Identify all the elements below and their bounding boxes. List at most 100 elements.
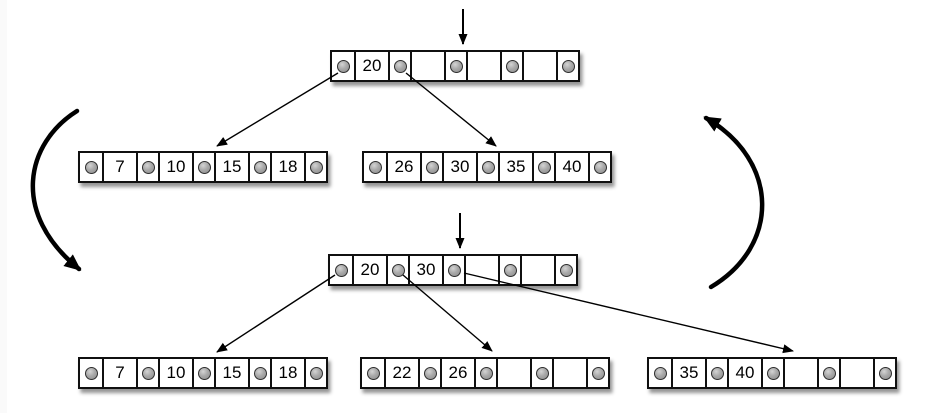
pointer-cell bbox=[364, 153, 386, 181]
pointer-dot-icon bbox=[141, 160, 155, 174]
page-edge bbox=[0, 0, 7, 413]
pointer-cell bbox=[332, 52, 354, 80]
key-cell: 7 bbox=[102, 359, 136, 387]
key-cell bbox=[464, 256, 498, 284]
pointer-cell bbox=[192, 153, 214, 181]
pointer-cell bbox=[248, 359, 270, 387]
key-cell bbox=[466, 52, 500, 80]
pointer-cell bbox=[705, 359, 727, 387]
pointer-dot-icon bbox=[653, 366, 667, 380]
pointer-cell bbox=[498, 256, 520, 284]
pointer-dot-icon bbox=[561, 59, 575, 73]
pointer-dot-icon bbox=[309, 160, 323, 174]
key-cell: 26 bbox=[386, 153, 420, 181]
link-after-root-to-middle-child bbox=[402, 274, 493, 352]
pointer-dot-icon bbox=[309, 366, 323, 380]
pointer-cell bbox=[386, 256, 408, 284]
pointer-cell bbox=[530, 359, 552, 387]
pointer-cell bbox=[761, 359, 783, 387]
pointer-cell bbox=[873, 359, 895, 387]
key-cell: 30 bbox=[442, 153, 476, 181]
node-before-root: 20 bbox=[330, 50, 580, 82]
pointer-cell bbox=[388, 52, 410, 80]
pointer-dot-icon bbox=[423, 366, 437, 380]
pointer-cell bbox=[136, 153, 158, 181]
pointer-cell bbox=[817, 359, 839, 387]
key-cell bbox=[520, 256, 554, 284]
key-cell: 15 bbox=[214, 153, 248, 181]
key-cell: 20 bbox=[354, 52, 388, 80]
pointer-dot-icon bbox=[84, 366, 98, 380]
pointer-dot-icon bbox=[710, 366, 724, 380]
key-cell bbox=[783, 359, 817, 387]
key-cell bbox=[552, 359, 586, 387]
key-cell: 40 bbox=[727, 359, 761, 387]
key-cell: 15 bbox=[214, 359, 248, 387]
cycle-arrow-left bbox=[30, 108, 82, 272]
pointer-cell bbox=[649, 359, 671, 387]
pointer-cell bbox=[476, 153, 498, 181]
pointer-dot-icon bbox=[393, 59, 407, 73]
link-after-root-to-left-child bbox=[216, 274, 336, 353]
pointer-dot-icon bbox=[84, 160, 98, 174]
pointer-cell bbox=[442, 256, 464, 284]
pointer-cell bbox=[588, 153, 610, 181]
pointer-cell bbox=[532, 153, 554, 181]
key-cell: 18 bbox=[270, 359, 304, 387]
pointer-dot-icon bbox=[878, 366, 892, 380]
key-cell: 10 bbox=[158, 359, 192, 387]
pointer-cell bbox=[304, 359, 326, 387]
pointer-cell bbox=[330, 256, 352, 284]
pointer-cell bbox=[136, 359, 158, 387]
pointer-cell bbox=[248, 153, 270, 181]
pointer-cell bbox=[500, 52, 522, 80]
pointer-cell bbox=[80, 359, 102, 387]
key-cell: 10 bbox=[158, 153, 192, 181]
pointer-dot-icon bbox=[366, 366, 380, 380]
cycle-arrow-right bbox=[703, 115, 765, 290]
key-cell bbox=[839, 359, 873, 387]
link-before-root-to-right-child bbox=[405, 72, 497, 147]
pointer-dot-icon bbox=[479, 366, 493, 380]
key-cell: 7 bbox=[102, 153, 136, 181]
node-after-child-middle: 22 26 bbox=[360, 357, 610, 389]
pointer-dot-icon bbox=[822, 366, 836, 380]
key-cell bbox=[410, 52, 444, 80]
pointer-dot-icon bbox=[334, 263, 348, 277]
pointer-cell bbox=[474, 359, 496, 387]
pointer-dot-icon bbox=[197, 160, 211, 174]
key-cell: 22 bbox=[384, 359, 418, 387]
pointer-cell bbox=[554, 256, 576, 284]
key-cell bbox=[496, 359, 530, 387]
key-cell: 35 bbox=[498, 153, 532, 181]
pointer-dot-icon bbox=[253, 366, 267, 380]
pointer-dot-icon bbox=[141, 366, 155, 380]
node-before-child-right: 26 30 35 40 bbox=[362, 151, 612, 183]
pointer-dot-icon bbox=[197, 366, 211, 380]
pointer-dot-icon bbox=[368, 160, 382, 174]
pointer-cell bbox=[420, 153, 442, 181]
pointer-cell bbox=[556, 52, 578, 80]
pointer-dot-icon bbox=[537, 160, 551, 174]
pointer-dot-icon bbox=[336, 59, 350, 73]
pointer-cell bbox=[444, 52, 466, 80]
key-cell: 20 bbox=[352, 256, 386, 284]
pointer-dot-icon bbox=[503, 263, 517, 277]
pointer-dot-icon bbox=[449, 59, 463, 73]
pointer-cell bbox=[304, 153, 326, 181]
pointer-dot-icon bbox=[505, 59, 519, 73]
pointer-cell bbox=[80, 153, 102, 181]
pointer-cell bbox=[362, 359, 384, 387]
key-cell: 26 bbox=[440, 359, 474, 387]
pointer-dot-icon bbox=[766, 366, 780, 380]
node-after-child-left: 7 10 15 18 bbox=[78, 357, 328, 389]
key-cell: 30 bbox=[408, 256, 442, 284]
pointer-dot-icon bbox=[391, 263, 405, 277]
pointer-cell bbox=[192, 359, 214, 387]
pointer-dot-icon bbox=[425, 160, 439, 174]
key-cell: 40 bbox=[554, 153, 588, 181]
